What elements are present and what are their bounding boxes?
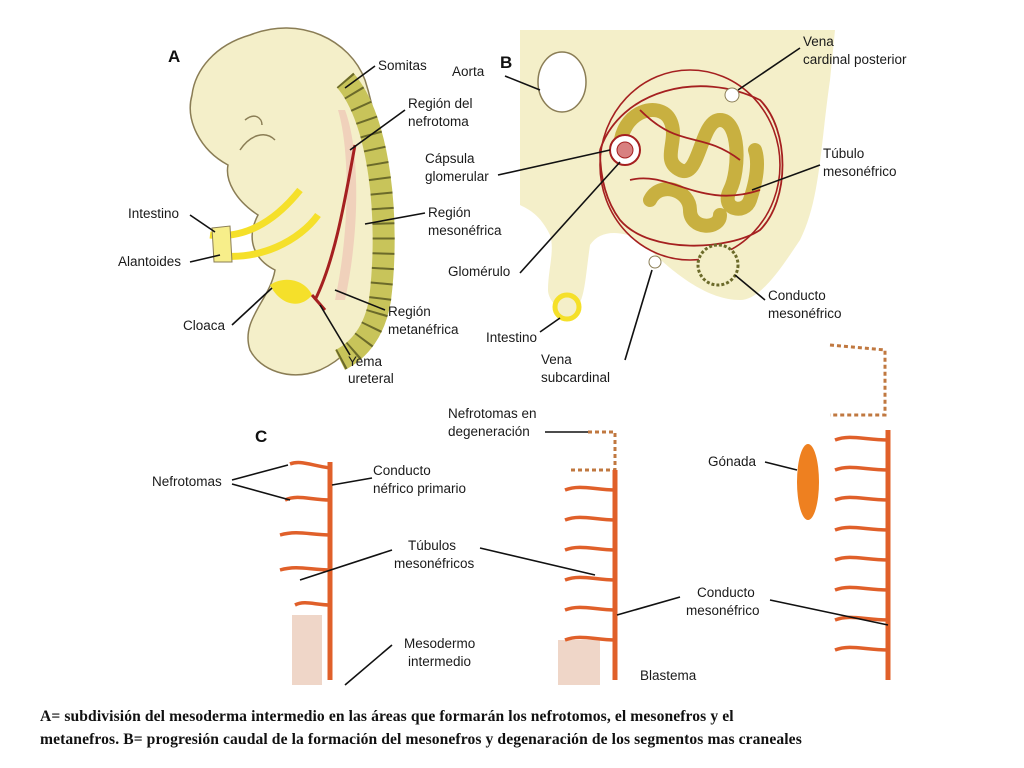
label-conducto-primario-1: Conducto [373,463,431,478]
label-conducto-meso-1: Conducto [697,585,755,600]
label-yema-ureteral-1: Yema [348,354,383,369]
panel-c-stages [279,343,891,685]
subcardinal-vein [648,255,662,269]
label-intestino-a: Intestino [128,206,179,221]
label-yema-ureteral-2: ureteral [348,371,394,386]
label-region-mesonefrica-1: Región [428,205,471,220]
somites-column [334,72,395,370]
nephrotome-region [335,110,357,300]
embryology-figure: A B C Somitas Región del nefrotoma Intes… [118,27,907,686]
mesonephric-tubules [613,103,765,233]
cloaca-shape [270,279,312,304]
embryo-head-folds [239,115,276,151]
label-region-metanefrica-2: metanéfrica [388,322,459,337]
label-tubulos-1: Túbulos [408,538,456,553]
aorta-vessel [537,51,587,113]
label-conducto-1: Conducto [768,288,826,303]
label-region-nefrotoma-1: Región del [408,96,473,111]
caption-line-2: metanefros. B= progresión caudal de la f… [40,731,802,748]
label-nefrotomas: Nefrotomas [152,474,222,489]
allantois [211,225,233,263]
label-degeneracion-1: Nefrotomas en [448,406,537,421]
panel-label-c: C [255,427,267,446]
label-cloaca: Cloaca [183,318,226,333]
label-region-metanefrica-1: Región [388,304,431,319]
tubules-stage-3 [834,435,889,652]
posterior-cardinal-vein [724,87,740,103]
tubules-stage-1 [279,460,331,607]
label-blastema: Blastema [640,668,697,683]
label-gonada: Gónada [708,454,757,469]
label-vena-sub-2: subcardinal [541,370,610,385]
label-aorta: Aorta [452,64,485,79]
degenerating-nephrotomes-3 [829,343,887,417]
panel-label-a: A [168,47,180,66]
label-conducto-primario-2: néfrico primario [373,481,466,496]
label-capsula-2: glomerular [425,169,489,184]
caption-line-1: A= subdivisión del mesoderma intermedio … [40,708,734,725]
label-tubulo-1: Túbulo [823,146,864,161]
panel-label-b: B [500,53,512,72]
ureteric-bud-a [310,294,327,311]
label-mesodermo-1: Mesodermo [404,636,475,651]
label-capsula-1: Cápsula [425,151,475,166]
label-conducto-2: mesonéfrico [768,306,842,321]
label-vena-cardinal-2: cardinal posterior [803,52,907,67]
intestine-b [552,292,582,322]
label-conducto-meso-2: mesonéfrico [686,603,760,618]
figure-caption: A= subdivisión del mesoderma intermedio … [40,705,1020,751]
label-somitas: Somitas [378,58,427,73]
label-vena-cardinal-1: Vena [803,34,834,49]
label-mesodermo-2: intermedio [408,654,471,669]
blastema-block [558,640,600,685]
label-region-nefrotoma-2: nefrotoma [408,114,469,129]
label-intestino-b: Intestino [486,330,537,345]
label-region-mesonefrica-2: mesonéfrica [428,223,502,238]
mesoderm-block [292,615,322,685]
label-degeneracion-2: degeneración [448,424,530,439]
panel-b-leaders [497,47,821,361]
panel-a-embryo [189,27,395,376]
label-tubulos-2: mesonéfricos [394,556,475,571]
panel-a-leaders [189,65,426,356]
capillary-network [599,85,784,247]
label-glomerulo: Glomérulo [448,264,510,279]
panel-c-leaders [231,431,889,686]
mesonephric-duct-a [313,144,357,301]
label-alantoides: Alantoides [118,254,181,269]
degenerating-nephrotomes [570,430,617,472]
mesonephric-duct-b [696,243,740,287]
label-vena-sub-1: Vena [541,352,572,367]
tubules-stage-2 [564,485,616,642]
label-tubulo-2: mesonéfrico [823,164,897,179]
panel-b-section [520,30,835,322]
gonad [797,444,819,520]
glomerulus [616,141,634,159]
